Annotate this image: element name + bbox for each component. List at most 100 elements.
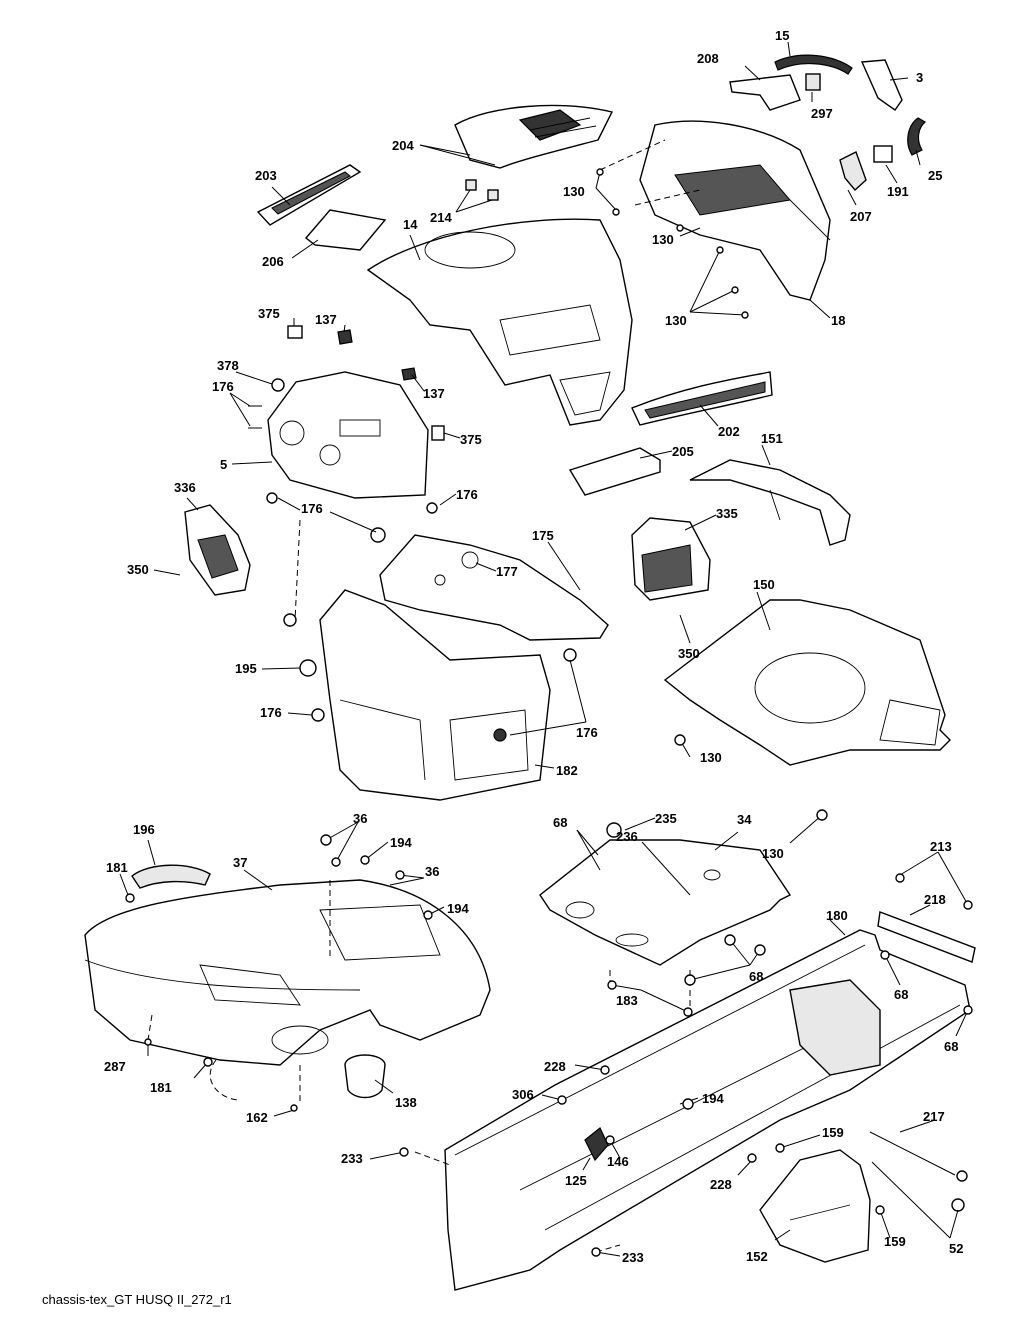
part-205-trim xyxy=(568,447,661,496)
callout-236: 236 xyxy=(616,829,638,844)
part-151-bracket xyxy=(689,459,851,546)
callout-37: 37 xyxy=(233,855,247,870)
callout-15: 15 xyxy=(775,28,789,43)
callout-202: 202 xyxy=(718,424,740,439)
callout-14: 14 xyxy=(403,217,418,232)
callout-204: 204 xyxy=(392,138,414,153)
part-137-knob xyxy=(337,329,353,345)
callout-375b: 375 xyxy=(460,432,482,447)
part-150-floor xyxy=(663,599,951,766)
callout-130f: 130 xyxy=(762,846,784,861)
callout-137b: 137 xyxy=(423,386,445,401)
callout-3: 3 xyxy=(916,70,923,85)
part-182-housing xyxy=(319,589,551,801)
callout-130b: 130 xyxy=(652,232,674,247)
callout-68c: 68 xyxy=(894,987,908,1002)
callout-176c: 176 xyxy=(301,501,323,516)
part-204-vents xyxy=(518,109,582,141)
part-3-bracket xyxy=(860,59,903,111)
callout-68d: 68 xyxy=(944,1039,958,1054)
callout-195: 195 xyxy=(235,661,257,676)
callout-146: 146 xyxy=(607,1154,629,1169)
hardware-bolts xyxy=(125,168,973,1257)
callout-235: 235 xyxy=(655,811,677,826)
callout-52: 52 xyxy=(949,1241,963,1256)
callout-218: 218 xyxy=(924,892,946,907)
callout-181b: 181 xyxy=(150,1080,172,1095)
callout-180: 180 xyxy=(826,908,848,923)
callout-68b: 68 xyxy=(749,969,763,984)
callout-68a: 68 xyxy=(553,815,567,830)
callout-5: 5 xyxy=(220,457,227,472)
callout-181a: 181 xyxy=(106,860,128,875)
part-217-rod xyxy=(869,1131,956,1176)
callout-159a: 159 xyxy=(822,1125,844,1140)
part-25-trim xyxy=(907,117,927,156)
callout-297: 297 xyxy=(811,106,833,121)
callout-137: 137 xyxy=(315,312,337,327)
callout-350b: 350 xyxy=(678,646,700,661)
part-14-hood xyxy=(366,218,633,426)
callout-36a: 36 xyxy=(353,811,367,826)
callout-214: 214 xyxy=(430,210,452,225)
callout-176e: 176 xyxy=(576,725,598,740)
callout-203: 203 xyxy=(255,168,277,183)
callout-335: 335 xyxy=(716,506,738,521)
callout-194b: 194 xyxy=(447,901,469,916)
part-207-part xyxy=(839,151,867,192)
part-375-clip-2 xyxy=(431,425,445,441)
part-175-support xyxy=(379,534,609,641)
callout-233a: 233 xyxy=(341,1151,363,1166)
callout-152: 152 xyxy=(746,1249,768,1264)
part-34-plate xyxy=(539,839,792,966)
part-152-seat-mount xyxy=(759,1149,871,1263)
callout-151: 151 xyxy=(761,431,783,446)
callout-182: 182 xyxy=(556,763,578,778)
callout-175: 175 xyxy=(532,528,554,543)
diagram-caption: chassis-tex_GT HUSQ II_272_r1 xyxy=(42,1292,232,1307)
callout-25: 25 xyxy=(928,168,942,183)
part-218-bar xyxy=(877,911,976,963)
callout-206: 206 xyxy=(262,254,284,269)
part-378-knob xyxy=(271,378,285,392)
callout-162: 162 xyxy=(246,1110,268,1125)
part-18-front-panel xyxy=(639,120,831,301)
part-15-trim xyxy=(774,54,853,75)
part-214-clip-2 xyxy=(487,189,499,201)
callout-159b: 159 xyxy=(884,1234,906,1249)
callout-183: 183 xyxy=(616,993,638,1008)
part-208-bracket xyxy=(729,74,801,111)
callout-194a: 194 xyxy=(390,835,412,850)
callout-207: 207 xyxy=(850,209,872,224)
part-37-fender xyxy=(84,879,491,1066)
callout-34: 34 xyxy=(737,812,752,827)
callout-36b: 36 xyxy=(425,864,439,879)
callout-176b: 176 xyxy=(456,487,478,502)
callout-196: 196 xyxy=(133,822,155,837)
callout-205: 205 xyxy=(672,444,694,459)
callout-130a: 130 xyxy=(563,184,585,199)
callout-130c: 130 xyxy=(665,313,687,328)
part-375-clip xyxy=(287,325,303,339)
part-5-dash xyxy=(267,371,429,499)
callout-228b: 228 xyxy=(710,1177,732,1192)
callout-213: 213 xyxy=(930,839,952,854)
callout-208: 208 xyxy=(697,51,719,66)
part-297-clip xyxy=(805,73,821,91)
callout-176d: 176 xyxy=(260,705,282,720)
callout-194c: 194 xyxy=(702,1091,724,1106)
callout-350: 350 xyxy=(127,562,149,577)
part-137-knob-2 xyxy=(401,367,417,381)
callout-287: 287 xyxy=(104,1059,126,1074)
callout-177: 177 xyxy=(496,564,518,579)
callout-233b: 233 xyxy=(622,1250,644,1265)
callout-138: 138 xyxy=(395,1095,417,1110)
callout-125: 125 xyxy=(565,1173,587,1188)
part-196-cover xyxy=(131,864,211,889)
callout-191: 191 xyxy=(887,184,909,199)
callout-150: 150 xyxy=(753,577,775,592)
part-191-clip xyxy=(873,145,893,163)
part-204-hood-top xyxy=(454,104,614,169)
callout-378: 378 xyxy=(217,358,239,373)
